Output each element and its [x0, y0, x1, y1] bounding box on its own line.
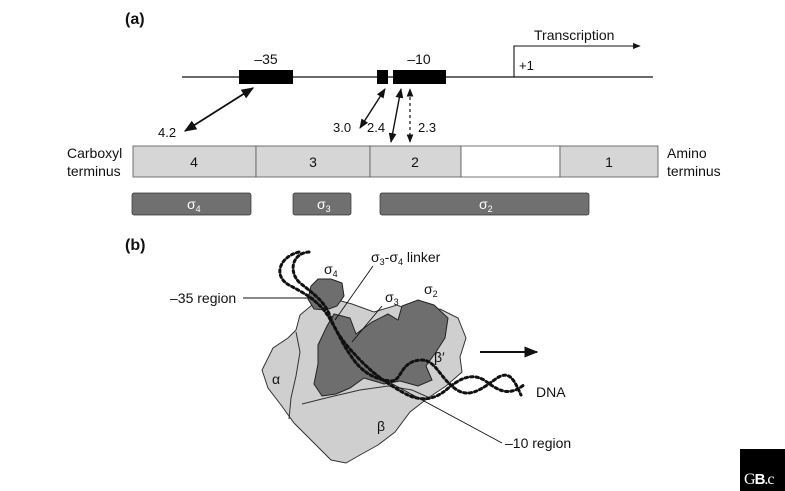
sigma3-subdomain	[292, 192, 352, 216]
minus35-box	[239, 70, 293, 84]
amino-label: Amino	[667, 145, 707, 161]
dna-strand-1	[278, 250, 523, 397]
minus10-label: –10	[407, 51, 431, 67]
logo-bold-letter: B	[754, 471, 766, 488]
domain-3	[255, 145, 371, 178]
domain-1-label: 1	[605, 154, 613, 170]
region-4-2-label: 4.2	[158, 125, 176, 140]
sigma4-label: σ4	[324, 261, 338, 279]
region-2-3-label: 2.3	[418, 120, 436, 135]
minus35-region-label: –35 region	[170, 290, 236, 306]
domain-2	[369, 145, 462, 178]
arrow-2-4	[388, 88, 404, 143]
beta-label: β	[377, 418, 385, 434]
sigma3-label: σ3	[385, 289, 399, 307]
linker-leader	[334, 265, 374, 321]
sigma2-subdomain	[379, 192, 590, 216]
logo-letter: G	[744, 471, 756, 488]
alpha-subunit-outline	[288, 331, 301, 420]
carboxyl-label: Carboxyl	[67, 145, 122, 161]
beta-subunit-outline	[301, 385, 431, 405]
minus10-region-leader	[371, 372, 503, 444]
amino-terminus-label: terminus	[667, 163, 721, 179]
domain-3-label: 3	[309, 154, 317, 170]
sigma4-subdomain-label: σ4	[187, 196, 201, 214]
domain-nonconserved	[460, 145, 561, 178]
transcription-label: Transcription	[534, 27, 614, 43]
minus35-label: –35	[254, 51, 278, 67]
sigma2-label: σ2	[424, 281, 438, 299]
sigma-domain-bar: 4 3 2 1	[132, 145, 659, 178]
minus10-box	[393, 70, 446, 84]
alpha-label: α	[272, 371, 280, 387]
tss-label: +1	[519, 58, 534, 73]
region-3-0-label: 3.0	[333, 120, 351, 135]
logo-suffix: .c	[764, 471, 774, 488]
panel-a-label: (a)	[125, 11, 145, 28]
domain-4-label: 4	[190, 154, 198, 170]
dna-label: DNA	[536, 384, 566, 400]
site-logo: GB.c	[740, 449, 785, 491]
sigma3-leader	[351, 305, 383, 343]
sigma3-subdomain-label: σ3	[317, 196, 331, 214]
domain-1	[559, 145, 659, 178]
sigma2-subdomain-label: σ2	[479, 196, 493, 214]
sigma4-subdomain	[131, 192, 252, 216]
sigma-factor-body	[313, 299, 449, 397]
domain-2-label: 2	[411, 154, 419, 170]
transcription-arrow	[513, 42, 641, 77]
arrow-4-2	[183, 87, 255, 132]
region-2-4-label: 2.4	[367, 120, 385, 135]
panel-b-label: (b)	[125, 237, 145, 254]
extended-minus10-box	[377, 70, 388, 84]
domain-4	[132, 145, 257, 178]
beta-prime-label: β′	[434, 349, 445, 365]
arrow-3-0	[359, 88, 386, 129]
linker-label: σ3-σ4 linker	[371, 249, 441, 267]
minus10-region-label: –10 region	[505, 435, 571, 451]
carboxyl-terminus-label: terminus	[67, 163, 121, 179]
